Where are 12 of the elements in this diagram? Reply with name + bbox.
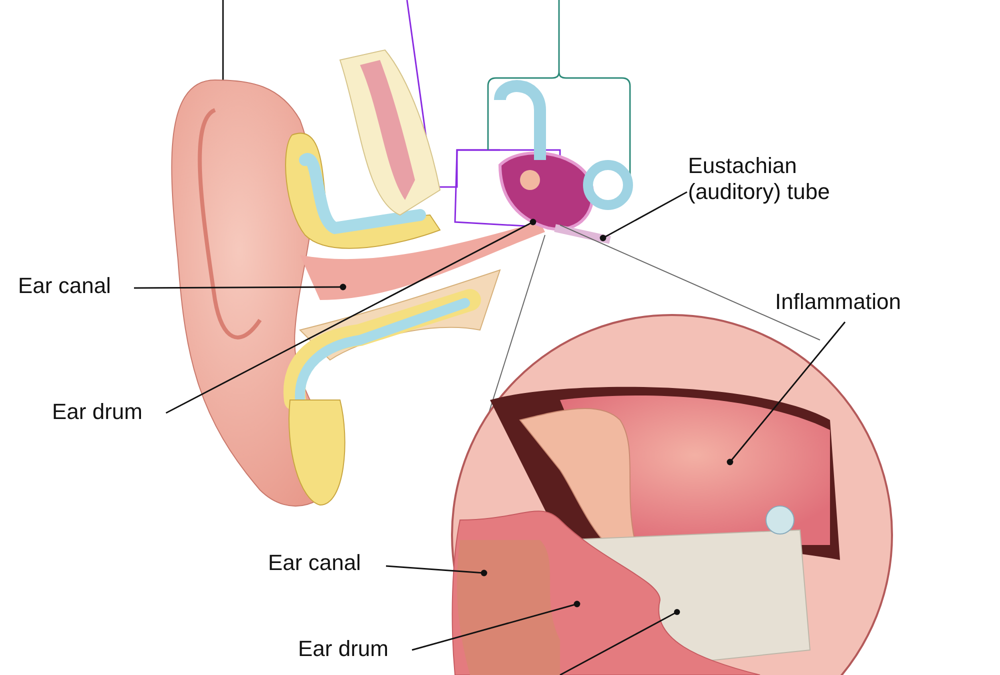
leader-line <box>600 191 688 242</box>
leader-line <box>726 322 846 466</box>
part-label: Inflammation <box>775 289 927 315</box>
leader-line <box>412 600 580 651</box>
leader-line <box>166 218 536 414</box>
part-label: Ear drum <box>298 636 408 662</box>
part-label: Ear drum <box>52 399 162 425</box>
part-label: Eustachian (auditory) tube <box>688 153 866 205</box>
leader-line <box>134 284 346 290</box>
part-label: Ear canal <box>18 273 130 299</box>
part-label: Ear canal <box>268 550 380 576</box>
leader-line <box>386 565 488 576</box>
